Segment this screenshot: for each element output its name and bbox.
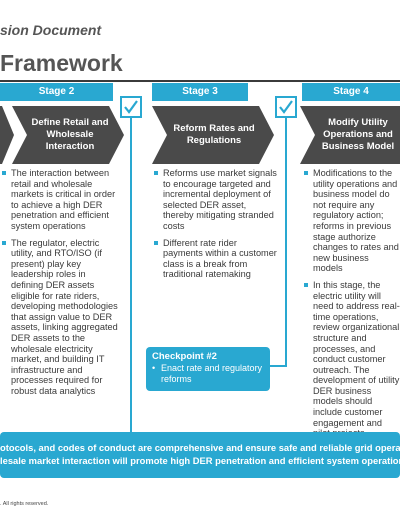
check-icon [275,96,297,118]
list-item: Reforms use market signals to encourage … [152,168,278,232]
stage-4-chevron: Modify Utility Operations and Business M… [300,106,400,164]
stage-3-chevron: Reform Rates and Regulations [152,106,274,164]
list-item: The regulator, electric utility, and RTO… [0,238,118,397]
document-title: sion Document [0,22,102,38]
checkpoint-title: Checkpoint #2 [152,351,217,362]
page-title: Framework [0,50,123,76]
checkpoint-2-box: Checkpoint #2 Enact rate and regulatory … [146,347,270,391]
banner-line-2: lesale market interaction will promote h… [0,455,400,466]
stage-4-bullets: Modifications to the utility operations … [302,168,400,445]
stage-3-bullets: Reforms use market signals to encourage … [152,168,278,286]
stage-3-chevron-label: Reform Rates and Regulations [173,123,255,146]
checkpoint-2-connector [269,365,287,367]
list-item: Different rate rider payments within a c… [152,238,278,280]
checkpoint-item: Enact rate and regulatory reforms [152,363,264,384]
checkpoint-2-line [285,118,287,366]
copyright-footer: . All rights reserved. [0,501,49,507]
stage-2-chevron-label: Define Retail and Wholesale Interaction [31,117,109,152]
stage-2-bullets: The interaction between retail and whole… [0,168,118,402]
stage-3-tab: Stage 3 [152,83,248,101]
checkpoint-1-line [130,118,132,434]
stage-4-tab: Stage 4 [302,83,400,101]
list-item: In this stage, the electric utility will… [302,280,400,439]
check-icon [120,96,142,118]
summary-banner: otocols, and codes of conduct are compre… [0,432,400,478]
list-item: The interaction between retail and whole… [0,168,118,232]
stage-4-chevron-label: Modify Utility Operations and Business M… [321,117,395,152]
title-divider [0,80,400,82]
stage-1-chevron-fragment [0,106,14,164]
stage-2-tab: Stage 2 [0,83,113,101]
list-item: Modifications to the utility operations … [302,168,400,274]
stage-2-chevron: Define Retail and Wholesale Interaction [12,106,124,164]
banner-line-1: otocols, and codes of conduct are compre… [0,442,400,453]
